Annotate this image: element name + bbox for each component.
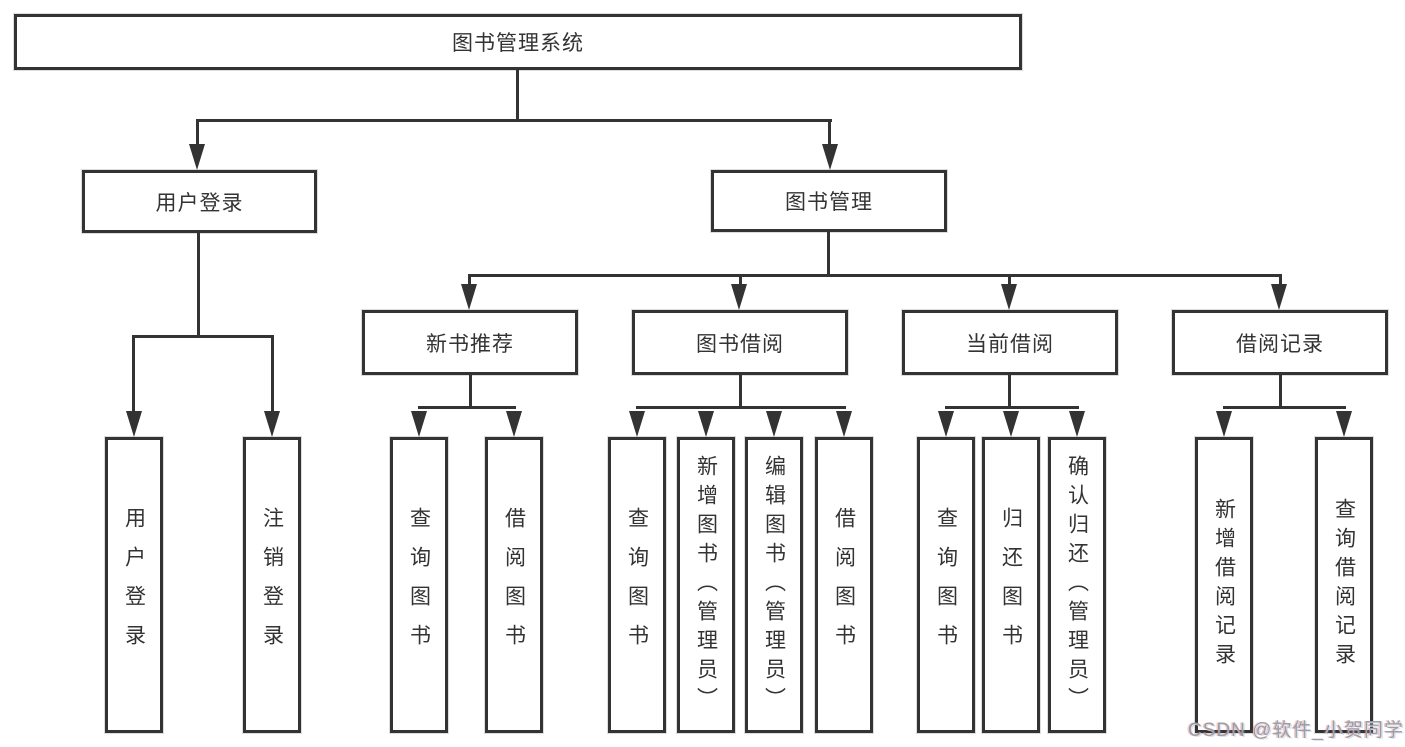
arrow-down-icon: [189, 144, 205, 170]
connector-line: [468, 274, 471, 286]
connector-line: [418, 406, 516, 409]
node-label: 新书推荐: [426, 332, 514, 356]
arrow-down-icon: [1001, 284, 1017, 310]
leaf-user-login: 用户登录: [105, 437, 163, 733]
leaf-label: 用户登录: [122, 507, 146, 663]
connector-line: [469, 375, 472, 408]
connector-line: [1008, 375, 1011, 408]
leaf-label: 查询图书: [625, 507, 649, 663]
node-label: 当前借阅: [966, 332, 1054, 356]
leaf-return-book: 归还图书: [982, 437, 1040, 733]
leaf-label: 新增借阅记录: [1212, 498, 1236, 672]
node-book-management: 图书管理: [711, 170, 947, 232]
node-root-system: 图书管理系统: [14, 14, 1022, 70]
connector-line: [132, 337, 135, 415]
arrow-down-icon: [1069, 411, 1085, 437]
node-user-login: 用户登录: [82, 170, 317, 233]
arrow-down-icon: [126, 411, 142, 437]
connector-line: [468, 274, 1282, 277]
leaf-borrow-book: 借阅图书: [815, 437, 873, 733]
leaf-label: 查询图书: [934, 507, 958, 663]
connector-line: [196, 119, 832, 122]
node-borrow-records: 借阅记录: [1172, 310, 1388, 375]
arrow-down-icon: [1271, 284, 1287, 310]
leaf-label: 查询图书: [407, 507, 431, 663]
leaf-edit-book-admin: 编辑图书（管理员）: [745, 437, 803, 733]
connector-line: [739, 375, 742, 408]
connector-line: [1223, 406, 1346, 409]
leaf-label: 确认归还（管理员）: [1065, 454, 1089, 716]
node-label: 用户登录: [155, 191, 244, 215]
arrow-down-icon: [264, 411, 280, 437]
leaf-label: 归还图书: [999, 507, 1023, 663]
arrow-down-icon: [411, 411, 427, 437]
connector-line: [739, 274, 742, 286]
leaf-confirm-return-admin: 确认归还（管理员）: [1048, 437, 1106, 733]
connector-line: [197, 233, 200, 337]
leaf-label: 借阅图书: [832, 507, 856, 663]
connector-line: [827, 230, 830, 276]
arrow-down-icon: [836, 411, 852, 437]
leaf-query-books-current: 查询图书: [917, 437, 975, 733]
arrow-down-icon: [938, 411, 954, 437]
leaf-borrow-books-recommend: 借阅图书: [485, 437, 543, 733]
connector-line: [828, 120, 831, 148]
leaf-query-books-borrowing: 查询图书: [608, 437, 666, 733]
leaf-label: 借阅图书: [502, 507, 526, 663]
node-current-borrowing: 当前借阅: [902, 310, 1118, 375]
connector-line: [945, 406, 1079, 409]
arrow-down-icon: [506, 411, 522, 437]
node-label: 图书管理系统: [452, 32, 584, 55]
csdn-watermark: CSDN @软件_小贺同学: [1188, 720, 1404, 741]
connector-line: [1008, 274, 1011, 286]
leaf-label: 查询借阅记录: [1332, 498, 1356, 672]
leaf-add-borrow-record: 新增借阅记录: [1195, 437, 1253, 733]
arrow-down-icon: [766, 411, 782, 437]
leaf-query-borrow-record: 查询借阅记录: [1315, 437, 1373, 733]
node-book-borrowing: 图书借阅: [632, 310, 848, 375]
connector-line: [636, 406, 846, 409]
leaf-query-books-recommend: 查询图书: [390, 437, 448, 733]
node-new-book-recommend: 新书推荐: [362, 310, 578, 375]
leaf-label: 注销登录: [260, 507, 284, 663]
node-label: 图书管理: [785, 191, 873, 214]
leaf-label: 新增图书（管理员）: [694, 454, 718, 716]
leaf-logout: 注销登录: [243, 437, 301, 733]
connector-line: [196, 120, 199, 148]
arrow-down-icon: [698, 411, 714, 437]
arrow-down-icon: [629, 411, 645, 437]
arrow-down-icon: [1336, 411, 1352, 437]
connector-line: [1279, 375, 1282, 408]
leaf-add-book-admin: 新增图书（管理员）: [677, 437, 735, 733]
node-label: 图书借阅: [696, 332, 784, 356]
arrow-down-icon: [731, 284, 747, 310]
connector-line: [516, 68, 519, 121]
node-label: 借阅记录: [1236, 332, 1324, 356]
connector-line: [271, 337, 274, 415]
arrow-down-icon: [822, 144, 838, 170]
leaf-label: 编辑图书（管理员）: [762, 454, 786, 716]
connector-line: [132, 335, 274, 338]
arrow-down-icon: [1003, 411, 1019, 437]
arrow-down-icon: [461, 284, 477, 310]
connector-line: [1279, 274, 1282, 286]
arrow-down-icon: [1216, 411, 1232, 437]
